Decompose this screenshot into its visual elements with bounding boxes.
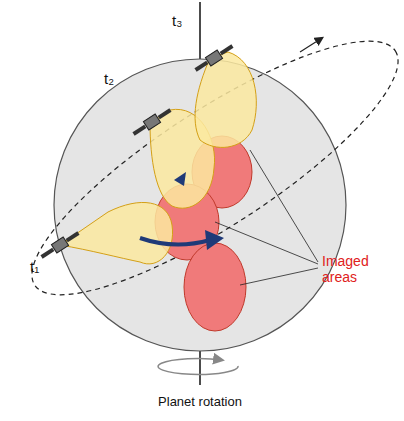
- satellite: [39, 229, 81, 261]
- imaged-areas-label: Imaged areas: [322, 253, 382, 285]
- imaged-area: [184, 243, 246, 331]
- ground-track-arrow: [174, 172, 186, 186]
- satellite: [193, 42, 235, 74]
- ground-track-arrow: [140, 238, 210, 245]
- orbit: [3, 2, 404, 333]
- sensor-footprint: [60, 202, 173, 263]
- time-label: t₃: [172, 12, 182, 29]
- satellite: [131, 106, 173, 138]
- planet-rotation-label: Planet rotation: [158, 395, 242, 410]
- leader-line: [215, 222, 318, 264]
- ground-track-arrow: [205, 230, 224, 250]
- leader-line: [250, 150, 318, 262]
- sensor-footprint: [195, 52, 256, 147]
- rotation-arrow: [158, 358, 238, 374]
- leader-line: [240, 268, 318, 285]
- time-label: t₂: [104, 70, 114, 87]
- orbit-arrow: [300, 38, 322, 52]
- time-label: t₁: [30, 258, 39, 275]
